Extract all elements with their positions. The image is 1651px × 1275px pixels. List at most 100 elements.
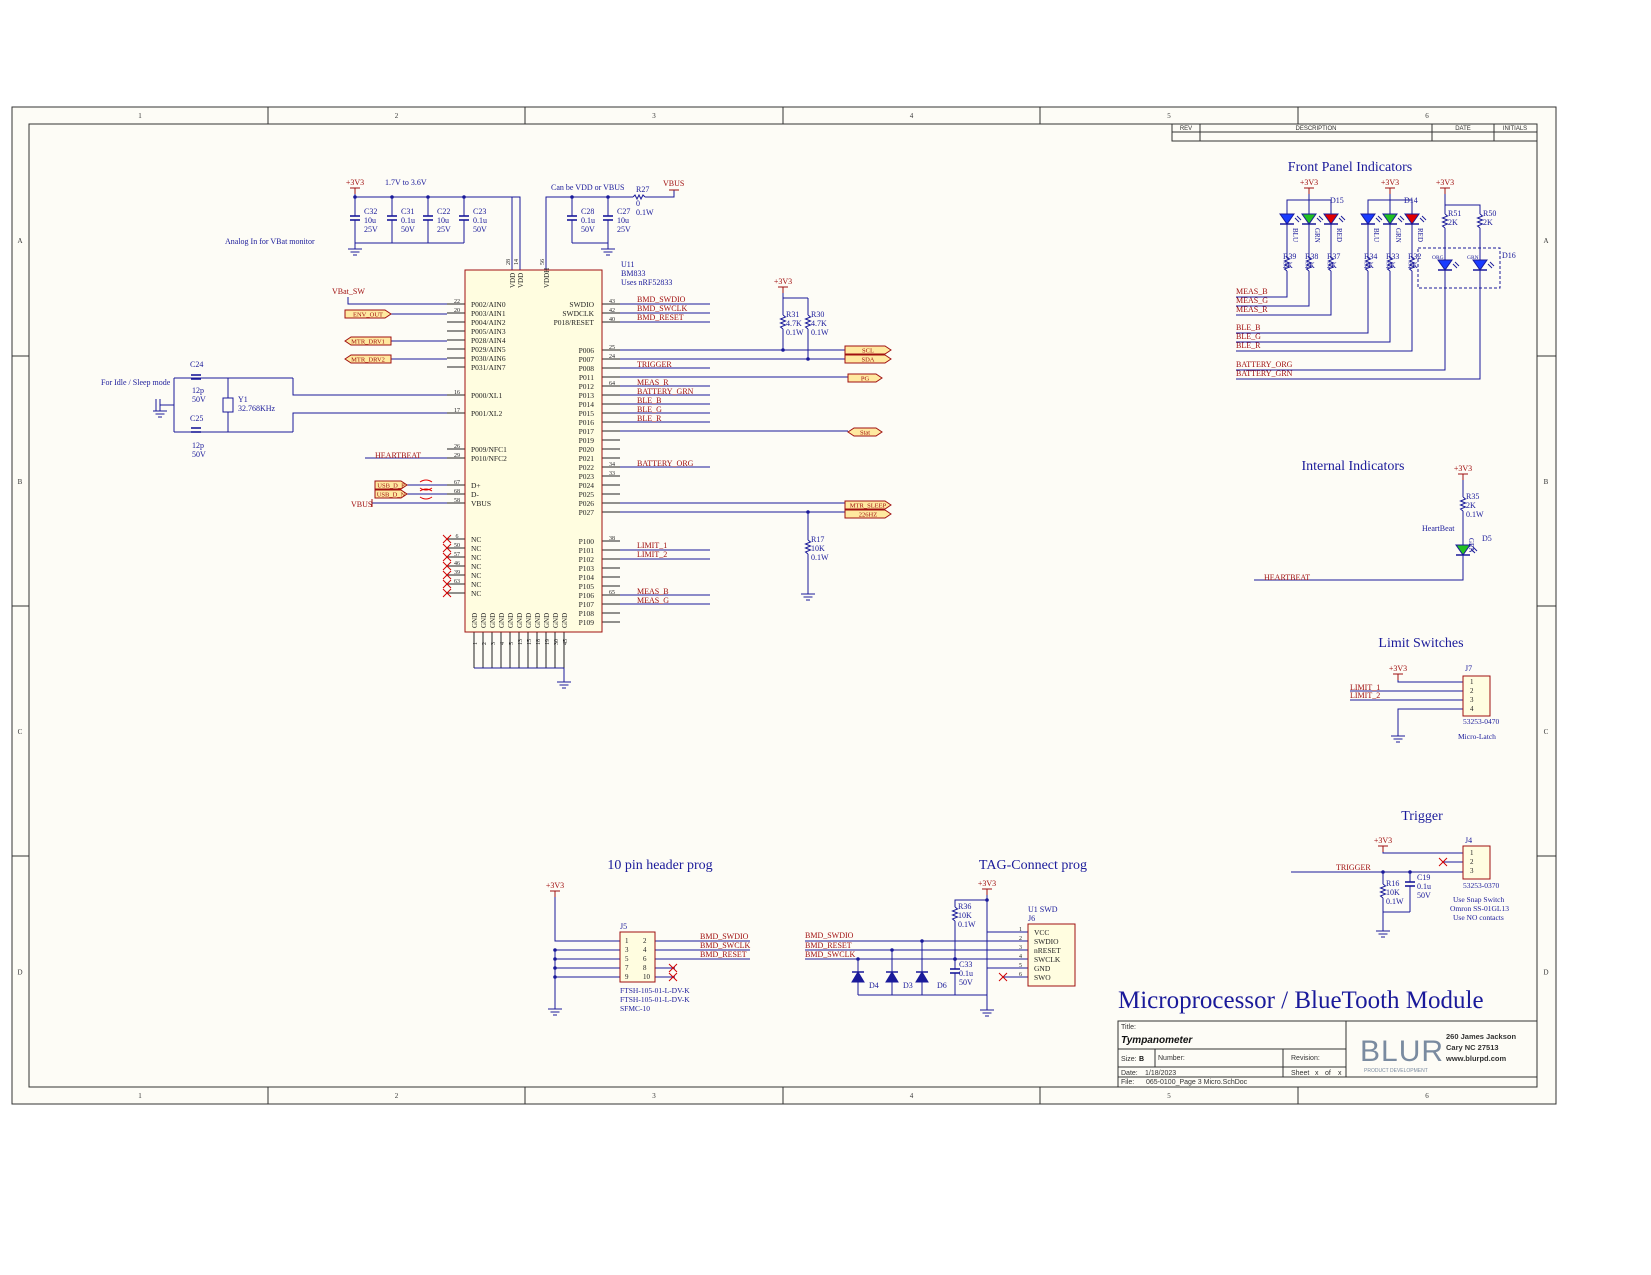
pin-number: 3 [625,946,629,954]
net-port [847,373,883,383]
pin-number: 45 [563,639,569,645]
led-color-label: GRN [1467,538,1475,553]
net-label: BMD_RESET [805,941,852,950]
pin-number: 50 [454,543,460,549]
resistor-label: 2K [1386,261,1396,270]
sheet-of: of [1325,1070,1331,1077]
wire [1236,271,1310,307]
wire [954,899,987,907]
ground-symbol [980,1004,994,1017]
power-symbol [982,888,992,895]
port-label: Stat [860,430,870,437]
pin-name: P000/XL1 [471,391,503,400]
capacitor [603,215,613,221]
resistor-label: 0.1W [786,328,804,337]
resistor-label: 10K [1386,888,1400,897]
capacitor-label: 10u [617,216,629,225]
junction-dot [806,510,810,514]
power-symbol [1378,845,1388,852]
resistor-label: 2K [1466,501,1476,510]
junction-dot [1408,870,1412,874]
junction-dot [606,195,610,199]
pin-number: 6 [1019,972,1022,978]
wire [1254,555,1464,581]
port-label: MTR_DRV1 [351,339,385,346]
column-marker: 1 [138,1092,142,1100]
pin-number: 8 [643,964,647,972]
pin-name: nRESET [1034,946,1061,955]
pin-number: 58 [454,498,460,504]
net-label: BLE_G [1236,332,1261,341]
net-label: BMD_RESET [637,313,684,322]
wire [1367,194,1391,214]
resistor-label: R36 [958,902,971,911]
led-color-label: BLU [1291,228,1299,242]
resistor-label: 2K [1305,261,1315,270]
capacitor [191,427,201,433]
capacitor-label: C23 [473,207,486,216]
led-ref: D16 [1502,251,1516,260]
resistor-label: 0.1W [958,920,976,929]
pin-number: 39 [454,570,460,576]
pin-name: GND [480,613,488,628]
label: Use NO contacts [1453,913,1504,922]
tvs-diode [851,971,865,983]
no-connect-mark [998,972,1008,982]
net-label: VBUS [663,179,684,188]
blur-logo: BLUR [1360,1035,1444,1068]
pin-name: P008 [579,364,595,373]
capacitor [950,968,960,974]
junction-dot [856,957,860,961]
capacitor-label: C27 [617,207,630,216]
net-label: TRIGGER [637,360,672,369]
power-net-label: +3V3 [1389,664,1407,673]
power-symbol [1458,473,1468,480]
label: HeartBeat [1422,524,1455,533]
column-marker: 5 [1167,112,1171,120]
port-label: 226HZ [859,512,877,519]
pin-name: GND [561,613,569,628]
pin-name: P020 [579,445,595,454]
net-label: MEAS_B [637,587,669,596]
led [1437,259,1460,271]
power-symbol [1385,187,1395,194]
resistor-label: R31 [786,310,799,319]
net-label: HEARTBEAT [375,451,421,460]
net-label: BLE_G [637,405,662,414]
pin-name: P028/AIN4 [471,336,506,345]
wire [1390,199,1413,214]
net-label: HEARTBEAT [1264,573,1310,582]
connector-part: 53253-0370 [1463,881,1499,890]
pin-number: 33 [609,471,615,477]
pin-number: 24 [609,354,615,360]
pin-name: NC [471,562,481,571]
led-ref: D5 [1482,534,1492,543]
j4-connector [1462,845,1491,880]
wire [1397,680,1463,683]
resistor-label: R17 [811,535,824,544]
resistor-label: 2K [1283,261,1293,270]
capacitor-label: 25V [364,225,378,234]
pin-name: P101 [579,546,595,555]
no-connect-mark [1438,857,1448,867]
pin-name: P004/AIN2 [471,318,506,327]
power-net-label: +3V3 [1454,464,1472,473]
led [1404,213,1427,225]
net-label: BMD_SWDIO [637,295,686,304]
port-label: SCL [862,348,874,355]
address-line: www.blurpd.com [1445,1054,1506,1063]
port-label: ENV_OUT [353,312,383,319]
wire [1236,271,1413,352]
pin-name: P103 [579,564,595,573]
pin-number: 2 [643,937,647,945]
net-label: BATTERY_ORG [1236,360,1293,369]
label: 1.7V to 3.6V [385,178,427,187]
resistor-label: R16 [1386,879,1399,888]
pin-number: 2 [1470,858,1474,866]
pin-number: 30 [554,639,560,645]
net-label: BLE_B [637,396,661,405]
pin-number: 25 [609,345,615,351]
net-label: BMD_SWDIO [805,931,854,940]
row-marker: C [18,728,23,736]
led-color-label: RED [1416,228,1424,242]
